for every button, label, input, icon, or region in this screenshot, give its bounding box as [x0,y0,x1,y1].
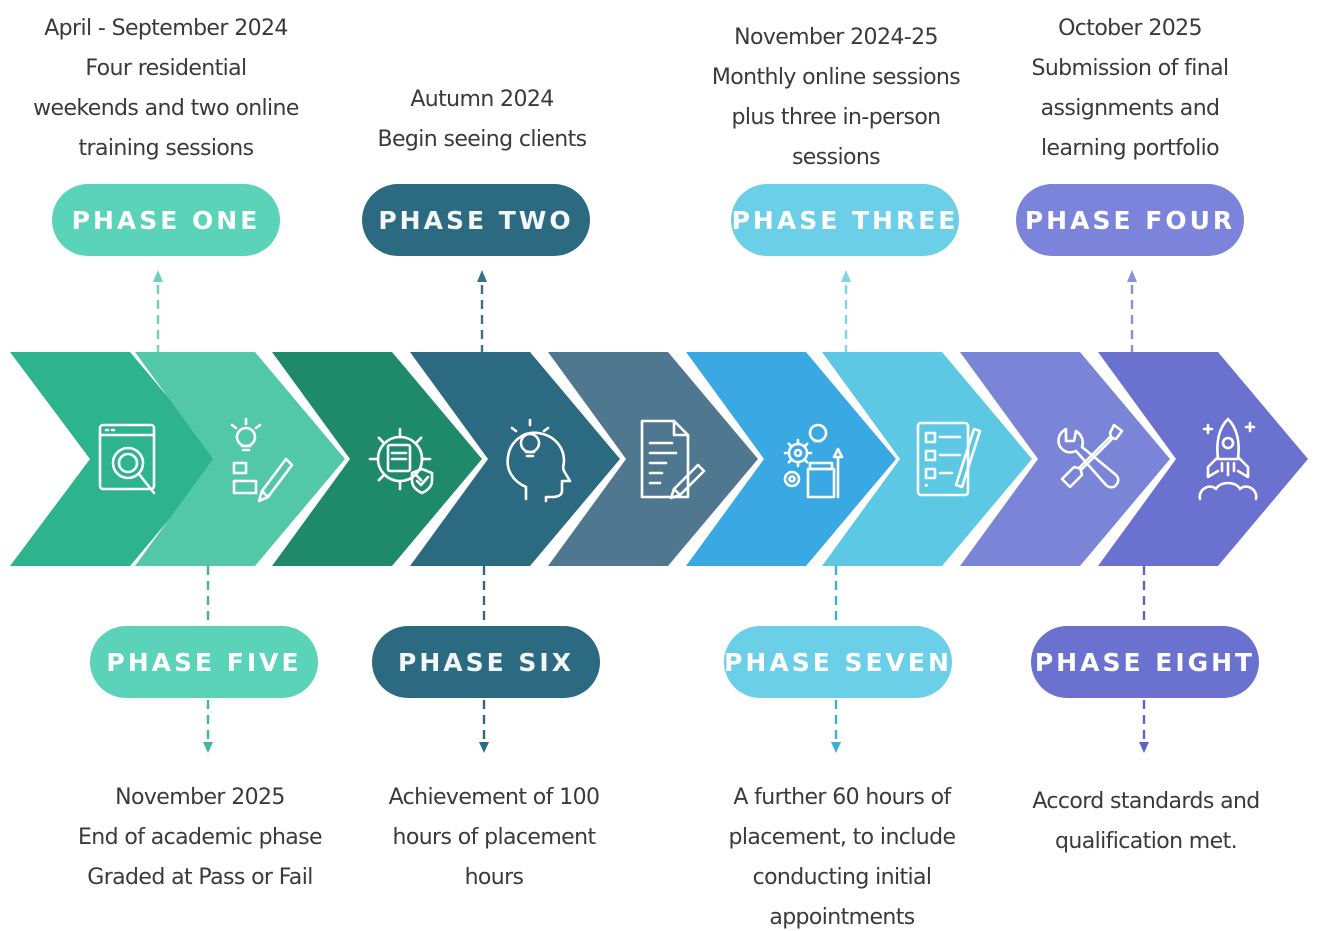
description-line: appointments [769,905,914,930]
arrow-down-icon [203,742,213,753]
description-line: Monthly online sessions [712,65,960,90]
description-line: hours of placement [393,825,597,850]
chevron-step-4 [410,352,620,566]
search-window-icon [98,423,156,495]
phase-description-bottom-2: Achievement of 100 hours of placement hour… [389,785,600,890]
phase-pill-bottom-2: PHASE SIX [372,626,600,698]
arrow-up-icon [477,270,487,282]
presentation-gear-icon [783,423,844,499]
description-line: October 2025 [1058,16,1202,41]
arrow-up-icon [1127,270,1137,282]
chevron-step-8 [960,352,1170,566]
phase-description-bottom-4: Accord standards and qualification met. [1032,789,1260,854]
phase-label: PHASE FIVE [106,648,301,677]
description-line: A further 60 hours of [733,785,952,810]
description-line: Achievement of 100 [389,785,600,810]
description-line: November 2024-25 [734,25,938,50]
phase-label: PHASE SIX [398,648,574,677]
checklist-icon [916,421,982,497]
phase-pill-top-3: PHASE THREE [731,184,959,256]
description-line: November 2025 [115,785,285,810]
document-edit-icon [640,419,706,500]
phase-description-bottom-3: A further 60 hours of placement, to inclu… [729,785,957,930]
phase-pill-bottom-1: PHASE FIVE [90,626,318,698]
phase-label: PHASE EIGHT [1035,648,1255,677]
chevron-step-9 [1098,352,1308,566]
gear-shield-icon [368,427,434,495]
chevron-band [10,352,1308,566]
tools-icon [1057,423,1124,489]
arrow-up-icon [841,270,851,282]
phase-label: PHASE TWO [378,206,573,235]
description-line: Begin seeing clients [377,127,586,152]
description-line: Four residential [85,56,246,81]
step-icons [98,417,1258,503]
description-line: weekends and two online [33,96,299,121]
description-line: learning portfolio [1041,136,1219,161]
description-line: Graded at Pass or Fail [87,865,312,890]
arrow-up-icon [153,270,163,282]
phase-pill-bottom-4: PHASE EIGHT [1031,626,1259,698]
chevron-step-1 [10,352,220,566]
description-line: conducting initial [753,865,932,890]
arrow-down-icon [831,742,841,753]
description-line: Autumn 2024 [410,87,553,112]
phase-pill-top-4: PHASE FOUR [1016,184,1244,256]
phase-label: PHASE FOUR [1025,206,1235,235]
chevron-step-5 [548,352,758,566]
chevron-step-2 [135,352,345,566]
description-line: Accord standards and [1032,789,1259,814]
description-line: qualification met. [1055,829,1237,854]
arrow-down-icon [479,742,489,753]
description-line: sessions [792,145,880,170]
description-line: April - September 2024 [44,16,288,41]
head-idea-icon [506,418,572,503]
connector-lines [153,270,1149,753]
arrow-down-icon [1139,742,1149,753]
description-line: plus three in-person [731,105,940,130]
rocket-icon [1198,417,1258,501]
phase-pill-top-1: PHASE ONE [52,184,280,256]
phase-label: PHASE SEVEN [724,648,952,677]
description-line: training sessions [79,136,254,161]
idea-pencil-icon [230,417,294,503]
phase-label: PHASE THREE [732,206,959,235]
description-line: assignments and [1041,96,1220,121]
description-line: Submission of final [1031,56,1228,81]
phase-pills: PHASE ONE PHASE TWO PHASE THREE PHASE FOUR P… [52,184,1259,698]
description-line: placement, to include [729,825,956,850]
description-line: hours [465,865,524,890]
phase-pill-bottom-3: PHASE SEVEN [724,626,952,698]
phase-pill-top-2: PHASE TWO [362,184,590,256]
phase-label: PHASE ONE [72,206,261,235]
description-line: End of academic phase [78,825,322,850]
